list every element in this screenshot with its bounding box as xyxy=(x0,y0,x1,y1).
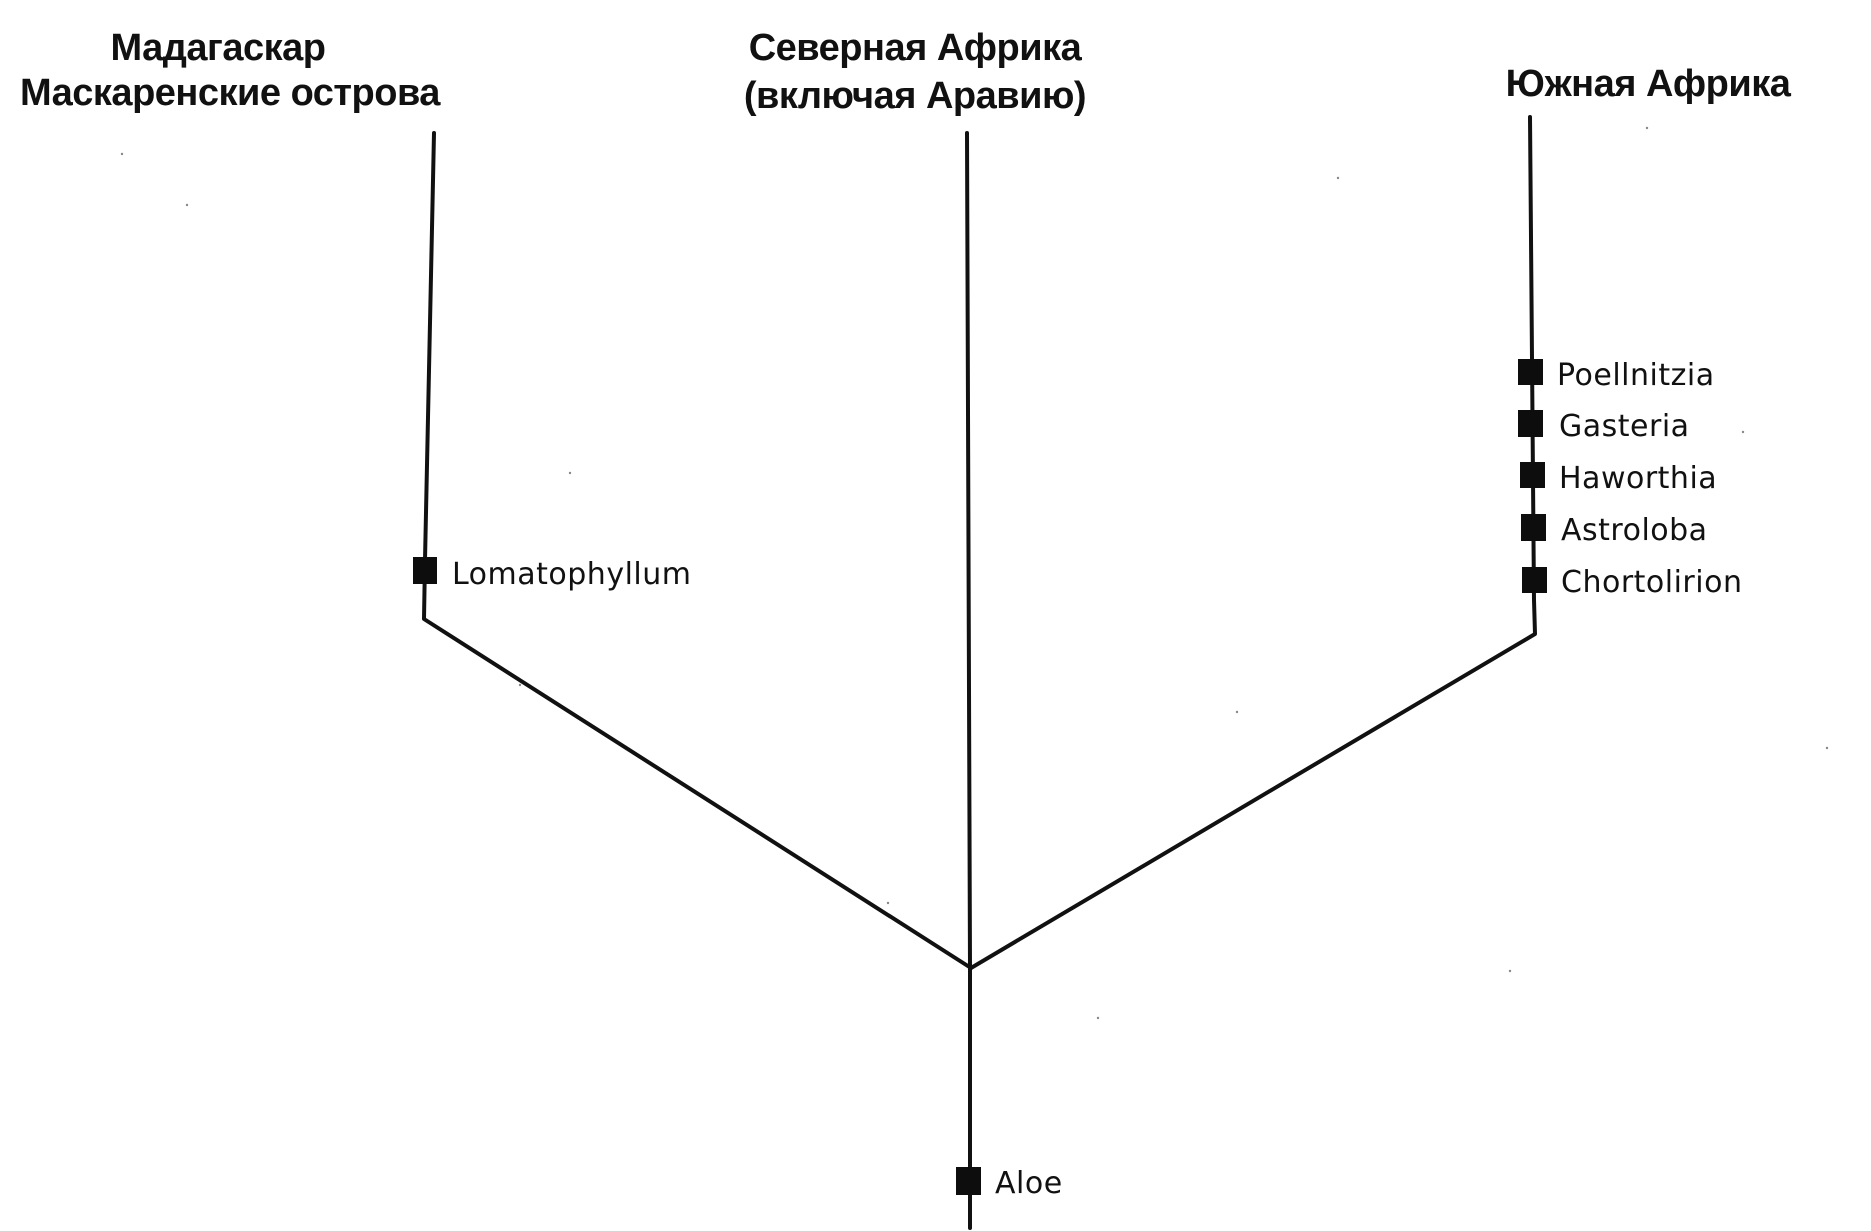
branch-north-africa xyxy=(965,131,972,1230)
genus-label-chortolirion: Chortolirion xyxy=(1561,565,1742,600)
genus-label-aloe: Aloe xyxy=(995,1166,1063,1201)
branch-south-africa xyxy=(969,115,1537,970)
marker-poellnitzia xyxy=(1518,359,1543,385)
region-title-north-africa-line1: Северная Африка xyxy=(749,27,1083,69)
genus-label-haworthia: Haworthia xyxy=(1559,461,1717,496)
marker-aloe xyxy=(956,1167,981,1195)
genus-label-poellnitzia: Poellnitzia xyxy=(1557,358,1715,393)
marker-haworthia xyxy=(1520,462,1545,488)
marker-astroloba xyxy=(1521,514,1546,541)
genus-label-astroloba: Astroloba xyxy=(1561,513,1708,548)
marker-gasteria xyxy=(1518,410,1543,437)
branch-madagascar xyxy=(422,131,973,970)
marker-lomatophyllum xyxy=(413,557,437,584)
region-title-north-africa-line2: (включая Аравию) xyxy=(744,75,1086,117)
marker-chortolirion xyxy=(1522,567,1547,593)
genus-label-gasteria: Gasteria xyxy=(1559,409,1690,444)
region-title-madagascar-line2: Маскаренские острова xyxy=(20,72,441,114)
region-title-madagascar-line1: Мадагаскар xyxy=(111,27,326,69)
region-title-south-africa: Южная Африка xyxy=(1506,63,1792,105)
scan-specks xyxy=(120,126,1829,1020)
genus-label-lomatophyllum: Lomatophyllum xyxy=(452,557,691,592)
